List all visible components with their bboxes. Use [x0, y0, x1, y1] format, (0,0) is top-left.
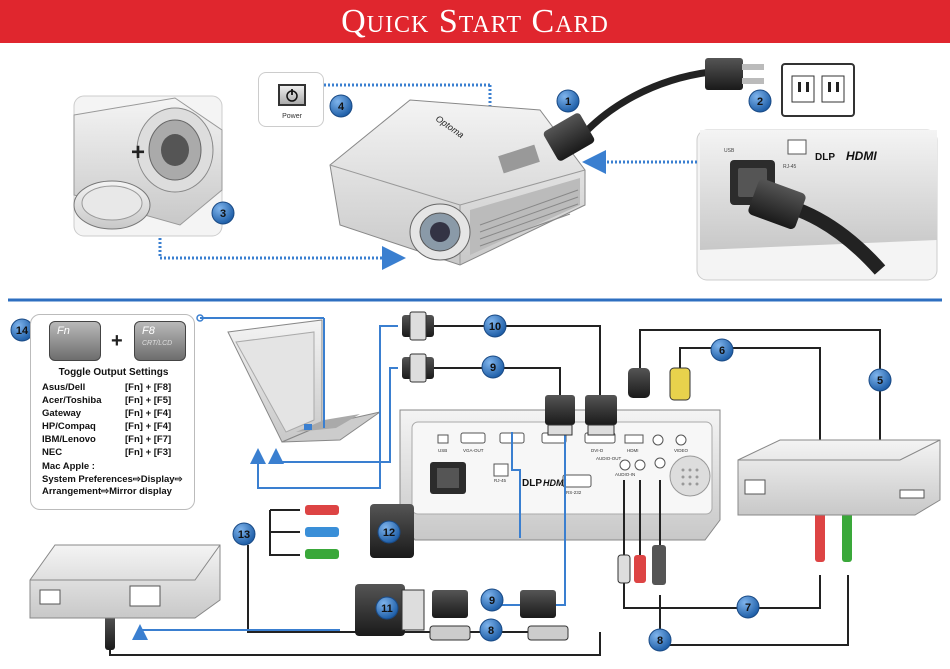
projector-illustration: Optoma — [329, 99, 586, 266]
step-badge-9: 9 — [480, 588, 504, 612]
label-usb: USB — [438, 448, 447, 453]
step-badge-6: 6 — [710, 338, 734, 362]
step-badge-8: 8 — [648, 628, 672, 652]
step-badge-label: 11 — [381, 603, 393, 615]
rear-usb-label: USB — [724, 148, 735, 154]
page-title: Quick Start Card — [341, 3, 609, 40]
f8-key-sub: CRT/LCD — [142, 340, 173, 347]
step-badge-13: 13 — [232, 522, 256, 546]
step-badge-8: 8 — [479, 618, 503, 642]
step-badge-label: 10 — [489, 321, 501, 333]
power-button-panel: Power — [258, 72, 324, 127]
toggle-row-brand: IBM/Lenovo — [42, 434, 96, 445]
step-badge-label: 14 — [16, 325, 29, 337]
wall-outlet — [781, 63, 855, 117]
label-audio-in: AUDIO-IN — [615, 472, 635, 477]
f8-key: F8 CRT/LCD — [134, 321, 186, 361]
toggle-row-brand: Gateway — [42, 408, 82, 419]
mac-label: Mac Apple : — [42, 461, 95, 472]
toggle-row-keys: [Fn] + [F4] — [125, 421, 172, 432]
step-badge-label: 7 — [745, 602, 751, 614]
step-badge-label: 1 — [565, 96, 571, 108]
toggle-row-keys: [Fn] + [F4] — [125, 408, 172, 419]
label-dvid: DVI-D — [591, 448, 604, 453]
step-badge-14: 14 — [10, 318, 34, 342]
step-badge-11: 11 — [375, 596, 399, 620]
step-badge-label: 3 — [220, 208, 226, 220]
step-badge-3: 3 — [211, 201, 235, 225]
power-icon — [286, 89, 298, 102]
step-badge-12: 12 — [377, 520, 401, 544]
step-badge-1: 1 — [556, 89, 580, 113]
panel-hdmi-logo: HDMI — [543, 478, 566, 488]
toggle-row-brand: HP/Compaq — [42, 421, 96, 432]
step-badge-label: 2 — [757, 96, 763, 108]
label-audio-out: AUDIO-OUT — [596, 456, 622, 461]
step-badge-label: 9 — [490, 362, 496, 374]
step-badge-7: 7 — [736, 595, 760, 619]
step-badge-label: 6 — [719, 345, 725, 357]
toggle-output-card: Fn + F8 CRT/LCD Toggle Output Settings A… — [30, 314, 195, 510]
dvd-player-left — [29, 544, 221, 619]
toggle-row-brand: NEC — [42, 447, 63, 458]
fn-key-label: Fn — [57, 325, 70, 337]
toggle-row-brand: Acer/Toshiba — [42, 395, 102, 406]
step-badge-label: 13 — [238, 529, 250, 541]
power-cord-illustration — [543, 58, 764, 161]
rear-rj45-label: RJ-45 — [783, 164, 797, 170]
label-hdmi-port: HDMI — [627, 448, 639, 453]
mac-line1: System Preferences⇨Display⇨ — [42, 474, 183, 485]
panel-dlp-logo: DLP — [522, 478, 542, 489]
rear-dlp-logo: DLP — [815, 152, 835, 163]
mac-line2: Arrangement⇨Mirror display — [42, 486, 172, 497]
step-badge-label: 12 — [383, 527, 395, 539]
step-badge-label: 8 — [657, 635, 663, 647]
toggle-row-keys: [Fn] + [F7] — [125, 434, 172, 445]
step-badge-label: 8 — [488, 625, 494, 637]
label-vga-out: VGA-OUT — [463, 448, 484, 453]
label-video: VIDEO — [674, 448, 689, 453]
step-badge-label: 9 — [489, 595, 495, 607]
label-rj45: RJ-45 — [494, 478, 507, 483]
step-badge-2: 2 — [748, 89, 772, 113]
plus-icon: + — [131, 139, 145, 166]
step-badge-10: 10 — [483, 314, 507, 338]
toggle-row-keys: [Fn] + [F5] — [125, 395, 172, 406]
power-label: Power — [282, 113, 302, 120]
step-badge-label: 4 — [338, 101, 345, 113]
step-badge-label: 5 — [877, 375, 883, 387]
header-bar: Quick Start Card — [0, 0, 950, 43]
fn-key: Fn — [49, 321, 101, 361]
f8-key-label: F8 — [142, 325, 155, 337]
step-badge-5: 5 — [868, 368, 892, 392]
rear-hdmi-logo: HDMI — [846, 149, 877, 163]
cables — [109, 325, 881, 656]
lens-cap-illustration: + — [73, 95, 223, 237]
step-badge-4: 4 — [329, 94, 353, 118]
plus-sign: + — [111, 330, 123, 352]
toggle-row-keys: [Fn] + [F3] — [125, 447, 172, 458]
power-button[interactable] — [278, 84, 306, 106]
laptop-illustration — [227, 319, 381, 443]
toggle-row-keys: [Fn] + [F8] — [125, 382, 172, 393]
dvd-player-right — [737, 439, 941, 516]
rear-power-panel: HDMI DLP RJ-45 USB — [696, 129, 938, 281]
label-rs232: RS-232 — [566, 490, 582, 495]
step-badge-9: 9 — [481, 355, 505, 379]
toggle-row-brand: Asus/Dell — [42, 382, 86, 393]
toggle-title: Toggle Output Settings — [58, 367, 169, 378]
